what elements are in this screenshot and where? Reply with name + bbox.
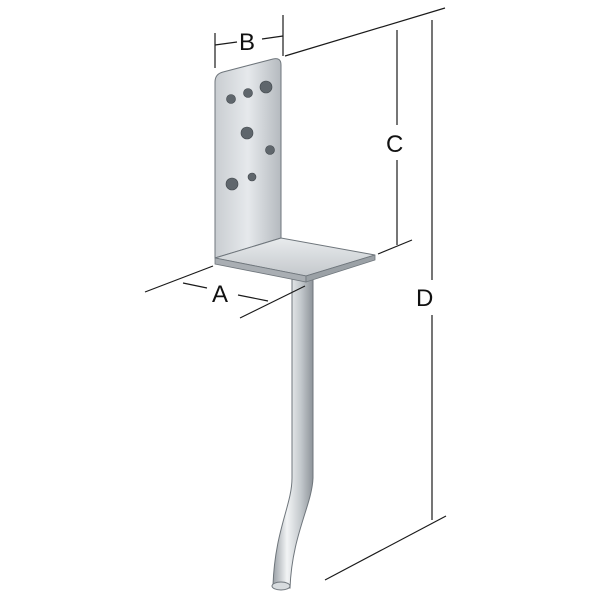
dimension-label-a: A [212, 281, 228, 308]
dimension-label-d: D [416, 285, 433, 312]
vertical-plate [214, 58, 282, 259]
anchor-rod [271, 275, 314, 591]
mounting-holes [225, 80, 275, 191]
dimension-label-c: C [386, 131, 403, 158]
dimension-label-b: B [239, 29, 255, 56]
base-plate [214, 237, 376, 283]
dimension-lines [144, 7, 447, 581]
